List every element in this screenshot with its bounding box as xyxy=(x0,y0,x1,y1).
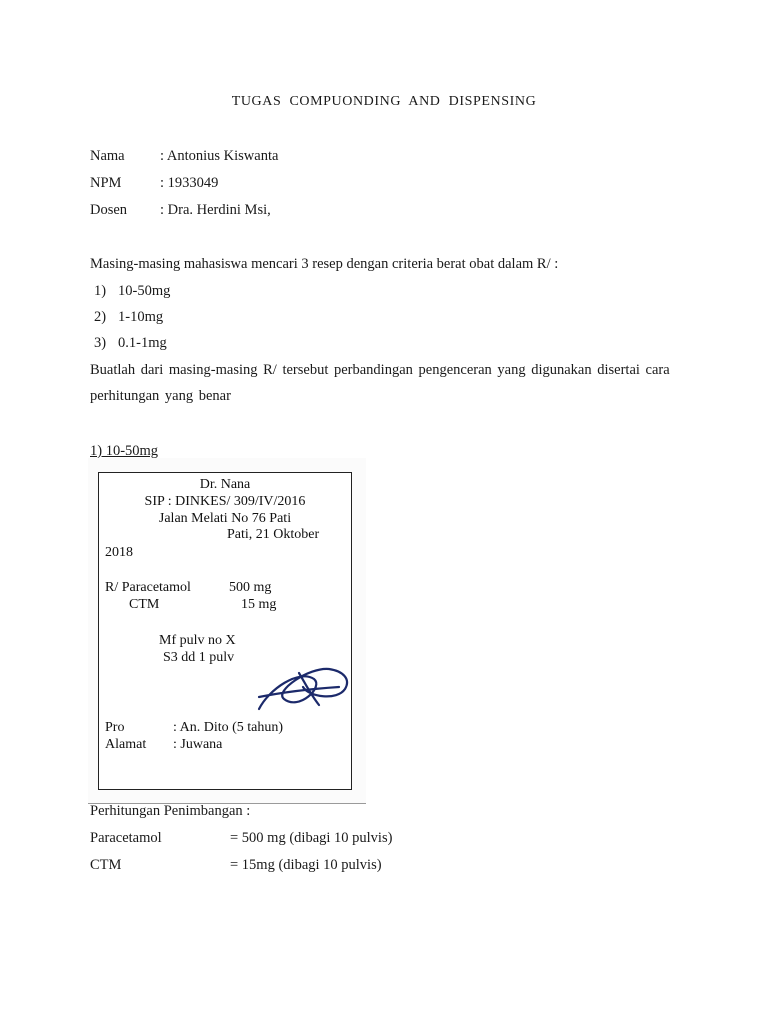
rx-patient-value: : An. Dito (5 tahun) xyxy=(173,720,284,735)
prescription-card: Dr. Nana SIP : DINKES/ 309/IV/2016 Jalan… xyxy=(98,472,352,790)
calc-row: CTM = 15mg (dibagi 10 pulvis) xyxy=(90,855,490,875)
document-title: TUGAS COMPUONDING AND DISPENSING xyxy=(231,94,537,109)
rx-sip: SIP : DINKES/ 309/IV/2016 xyxy=(144,494,306,509)
task-intro: Masing-masing mahasiswa mencari 3 resep … xyxy=(90,256,559,272)
criteria-item: 1) 10-50mg xyxy=(94,281,170,301)
prescription-image: Dr. Nana SIP : DINKES/ 309/IV/2016 Jalan… xyxy=(88,458,366,804)
npm-value: : 1933049 xyxy=(160,175,219,191)
calc-row: Paracetamol = 500 mg (dibagi 10 pulvis) xyxy=(90,828,490,848)
criteria-text: 0.1-1mg xyxy=(118,335,167,351)
rx-item-dose: 500 mg xyxy=(229,580,272,595)
rx-address-label: Alamat xyxy=(105,737,147,752)
task-instruction: Buatlah dari masing-masing R/ tersebut p… xyxy=(90,362,670,404)
rx-item-name: CTM xyxy=(129,597,160,612)
criteria-number: 3) xyxy=(94,335,107,351)
calc-heading: Perhitungan Penimbangan : xyxy=(90,803,251,819)
criteria-text: 1-10mg xyxy=(118,309,164,325)
rx-doctor: Dr. Nana xyxy=(199,477,251,492)
rx-instruction: Mf pulv no X xyxy=(159,633,236,648)
criteria-item: 2) 1-10mg xyxy=(94,307,163,327)
rx-signa: S3 dd 1 pulv xyxy=(163,650,235,665)
criteria-text: 10-50mg xyxy=(118,283,171,299)
rx-patient-label: Pro xyxy=(105,720,125,735)
rx-item-dose: 15 mg xyxy=(241,597,277,612)
calc-row-value: = 15mg (dibagi 10 pulvis) xyxy=(230,857,382,873)
calc-row-value: = 500 mg (dibagi 10 pulvis) xyxy=(230,830,393,846)
rx-address: Jalan Melati No 76 Pati xyxy=(158,511,292,526)
rx-item-name: R/ Paracetamol xyxy=(105,580,191,595)
rx-address-value: : Juwana xyxy=(173,737,223,752)
calc-row-name: Paracetamol xyxy=(90,830,162,846)
section-heading: 1) 10-50mg xyxy=(90,443,159,459)
signature-icon xyxy=(257,667,349,711)
npm-label: NPM xyxy=(90,175,122,191)
dosen-label: Dosen xyxy=(90,202,128,218)
dosen-value: : Dra. Herdini Msi, xyxy=(160,202,271,218)
rx-date: Pati, 21 Oktober xyxy=(227,527,320,542)
criteria-item: 3) 0.1-1mg xyxy=(94,333,167,353)
nama-label: Nama xyxy=(90,148,125,164)
nama-value: : Antonius Kiswanta xyxy=(160,148,279,164)
criteria-number: 1) xyxy=(94,283,107,299)
rx-year: 2018 xyxy=(105,545,133,560)
calc-row-name: CTM xyxy=(90,857,122,873)
criteria-number: 2) xyxy=(94,309,107,325)
